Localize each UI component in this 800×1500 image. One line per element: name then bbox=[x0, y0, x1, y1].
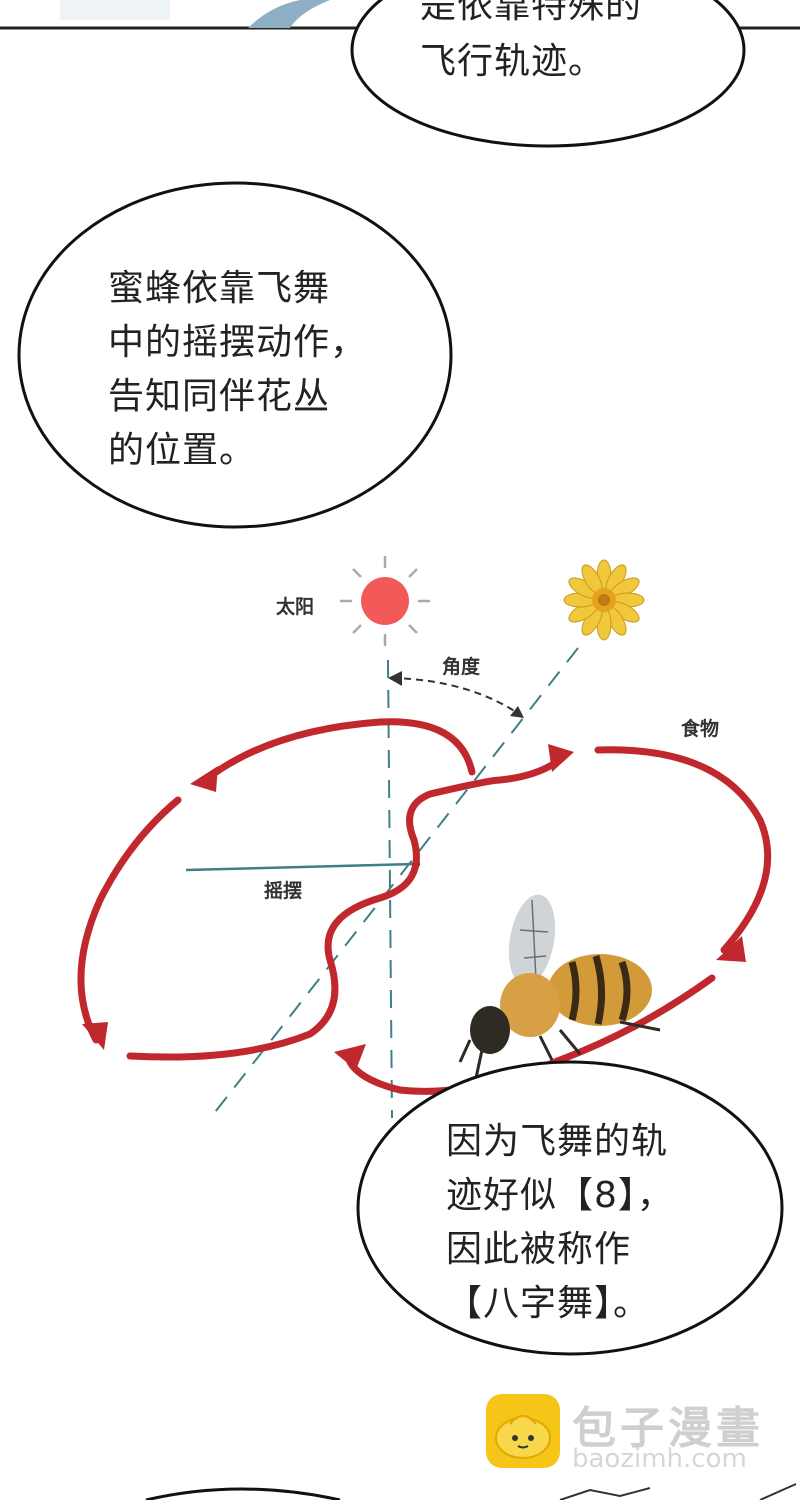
next-bubble-edge bbox=[145, 1487, 341, 1500]
speech-bubble-3 bbox=[356, 1060, 784, 1356]
flower-icon bbox=[563, 559, 645, 641]
speech-bubble-1 bbox=[350, 0, 746, 148]
panel-art-fragment bbox=[248, 0, 330, 28]
food-direction-line bbox=[211, 647, 579, 1117]
dance-waggle-path bbox=[126, 754, 566, 1061]
dance-arrow-right-loop bbox=[594, 746, 772, 954]
watermark-url: baozimh.com bbox=[572, 1444, 747, 1474]
diagram bbox=[77, 556, 772, 1119]
speech-bubble-2 bbox=[17, 181, 453, 529]
food-label: 食物 bbox=[681, 718, 720, 740]
arrowhead-top-right bbox=[548, 744, 574, 772]
sun-icon bbox=[340, 556, 430, 646]
speech-bubble-2-text: 蜜蜂依靠飞舞 中的摇摆动作， 告知同伴花丛 的位置。 bbox=[108, 262, 367, 478]
sun-label: 太阳 bbox=[276, 596, 315, 618]
bubble2-line: 中的摇摆动作， bbox=[108, 322, 368, 363]
arrowhead-bottom-left bbox=[82, 1022, 108, 1050]
bun-logo-icon bbox=[486, 1394, 560, 1468]
angle-arrowhead-right bbox=[510, 706, 524, 718]
bubble2-line: 的位置。 bbox=[108, 430, 257, 471]
dance-arrow-left-loop bbox=[77, 796, 182, 1044]
panel-screentone bbox=[60, 0, 170, 20]
speech-bubble-3-text: 因为飞舞的轨 迹好似【8】， 因此被称作 【八字舞】。 bbox=[446, 1115, 674, 1331]
bubble1-line: 飞行轨迹。 bbox=[420, 41, 606, 82]
bubble3-line: 迹好似【8】， bbox=[446, 1175, 674, 1216]
sway-label: 摇摆 bbox=[264, 880, 303, 902]
sway-indicator-line bbox=[185, 862, 417, 872]
angle-label: 角度 bbox=[442, 656, 481, 678]
bubble3-line: 因为飞舞的轨 bbox=[446, 1121, 669, 1162]
dance-arrow-top-left bbox=[201, 718, 476, 784]
angle-arrowhead-left bbox=[388, 671, 402, 686]
next-panel-art-fragment bbox=[559, 1487, 651, 1500]
arrowhead-top-left bbox=[190, 766, 218, 792]
next-panel-line bbox=[759, 1483, 797, 1500]
bubble3-line: 【八字舞】。 bbox=[446, 1283, 651, 1324]
arrowhead-right bbox=[716, 936, 746, 962]
bubble1-line: 是依靠特殊的 bbox=[420, 0, 643, 26]
vertical-guide-line bbox=[387, 659, 393, 1119]
bee-icon bbox=[458, 894, 661, 1079]
angle-arc bbox=[391, 677, 523, 717]
speech-bubble-1-text: 是依靠特殊的 飞行轨迹。 bbox=[420, 0, 642, 90]
bubble2-line: 蜜蜂依靠飞舞 bbox=[108, 268, 331, 309]
watermark: 包子漫畫 baozimh.com bbox=[486, 1392, 786, 1482]
watermark-title: 包子漫畫 bbox=[572, 1403, 764, 1454]
bubble2-line: 告知同伴花丛 bbox=[108, 376, 331, 417]
arrowhead-bottom bbox=[334, 1044, 366, 1070]
bubble3-line: 因此被称作 bbox=[446, 1229, 632, 1270]
